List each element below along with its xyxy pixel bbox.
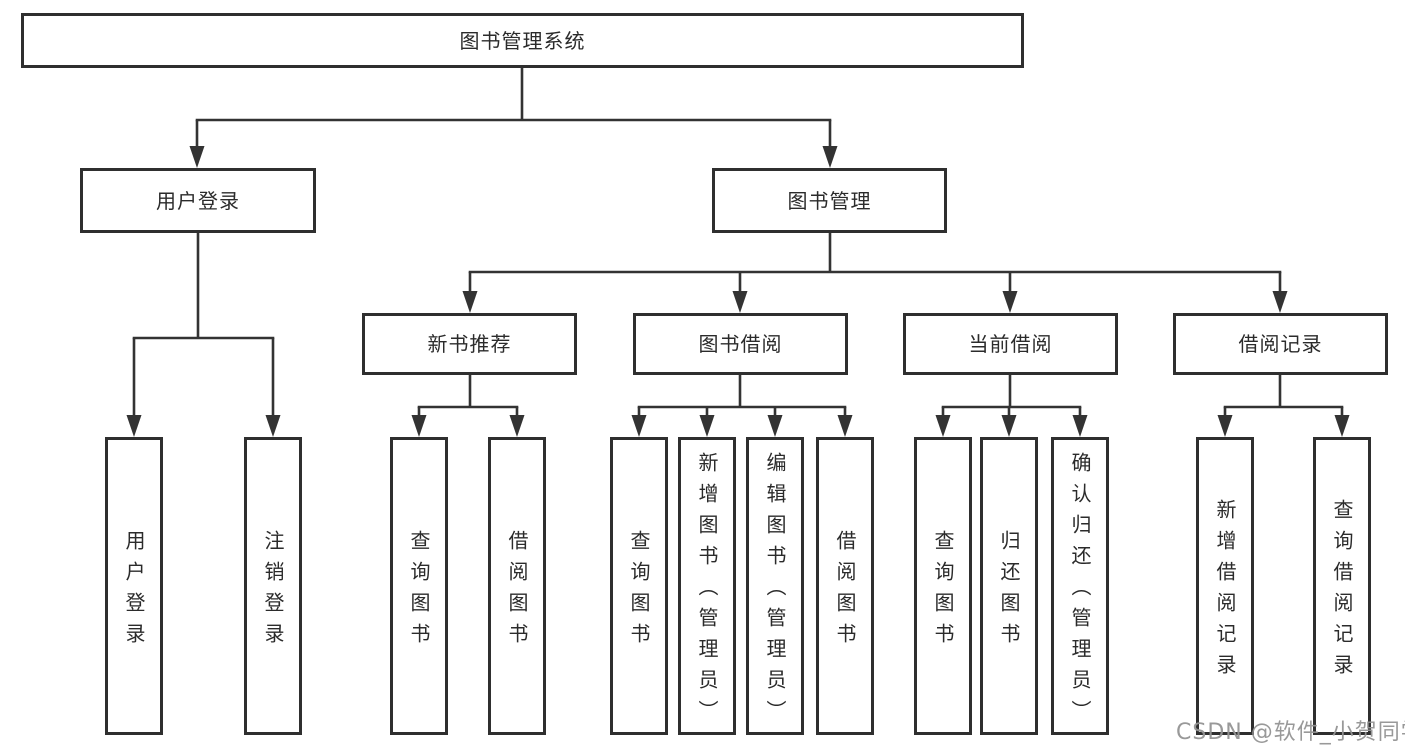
node-leaf-logout: 注销登录 bbox=[244, 437, 302, 735]
node-new-book-recommend: 新书推荐 bbox=[362, 313, 577, 375]
node-leaf-return-books: 归还图书 bbox=[980, 437, 1038, 735]
node-leaf-confirm-return-admin: 确认归还（管理员） bbox=[1051, 437, 1109, 735]
node-leaf-add-books-admin: 新增图书（管理员） bbox=[678, 437, 736, 735]
node-leaf-query-books-3: 查询图书 bbox=[914, 437, 972, 735]
node-leaf-query-borrow-record: 查询借阅记录 bbox=[1313, 437, 1371, 735]
node-current-borrow: 当前借阅 bbox=[903, 313, 1118, 375]
node-leaf-add-borrow-record: 新增借阅记录 bbox=[1196, 437, 1254, 735]
node-leaf-edit-books-admin: 编辑图书（管理员） bbox=[746, 437, 804, 735]
node-leaf-query-books-1: 查询图书 bbox=[390, 437, 448, 735]
node-leaf-borrow-books-2: 借阅图书 bbox=[816, 437, 874, 735]
csdn-watermark: CSDN @软件_小贺同学 bbox=[1176, 720, 1405, 745]
node-borrow-records: 借阅记录 bbox=[1173, 313, 1388, 375]
node-user-login-branch: 用户登录 bbox=[80, 168, 316, 233]
node-book-borrow: 图书借阅 bbox=[633, 313, 848, 375]
node-leaf-user-login: 用户登录 bbox=[105, 437, 163, 735]
node-library-system: 图书管理系统 bbox=[21, 13, 1024, 68]
node-leaf-query-books-2: 查询图书 bbox=[610, 437, 668, 735]
node-leaf-borrow-books-1: 借阅图书 bbox=[488, 437, 546, 735]
node-book-management-branch: 图书管理 bbox=[712, 168, 947, 233]
